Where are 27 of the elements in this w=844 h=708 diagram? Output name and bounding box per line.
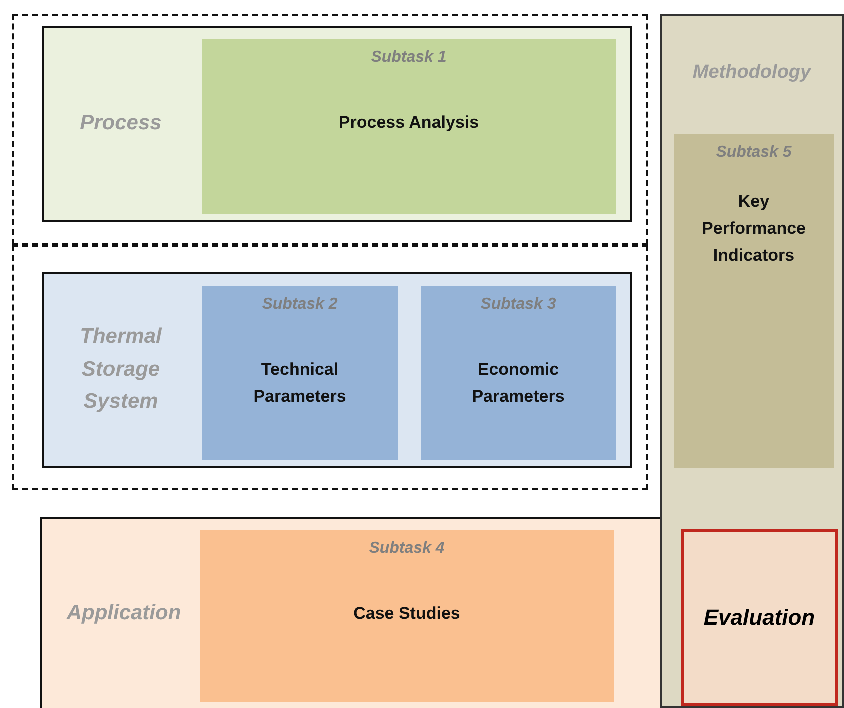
- highlight-box: [681, 529, 838, 706]
- subtask-label: Subtask 4: [369, 540, 445, 558]
- category-panel: [40, 517, 660, 708]
- subtask-label: Subtask 5: [716, 144, 792, 162]
- subtask-label: Subtask 1: [371, 49, 447, 67]
- category-label: Process: [79, 110, 163, 137]
- task-title: Technical Parameters: [252, 359, 348, 408]
- category-label: Application: [66, 600, 182, 626]
- column-panel: [660, 14, 844, 708]
- subtask-box: [202, 286, 398, 460]
- dashed-frame: [12, 14, 648, 245]
- column-label: Methodology: [692, 62, 813, 84]
- subtask-box: [200, 530, 614, 702]
- task-title: Key Performance Indicators: [702, 191, 806, 268]
- task-title: Case Studies: [354, 603, 460, 625]
- dashed-frame: [12, 245, 648, 490]
- category-label: Thermal Storage System: [79, 324, 164, 416]
- subtask-label: Subtask 2: [262, 296, 338, 314]
- category-panel: [42, 272, 632, 468]
- subtask-box: [674, 134, 834, 468]
- subtask-label: Subtask 3: [480, 296, 556, 314]
- subtask-box: [421, 286, 616, 460]
- subtask-box: [202, 39, 616, 214]
- evaluation-label: Evaluation: [702, 604, 816, 630]
- task-title: Process Analysis: [338, 112, 480, 134]
- task-title: Economic Parameters: [471, 359, 566, 408]
- category-panel: [42, 26, 632, 222]
